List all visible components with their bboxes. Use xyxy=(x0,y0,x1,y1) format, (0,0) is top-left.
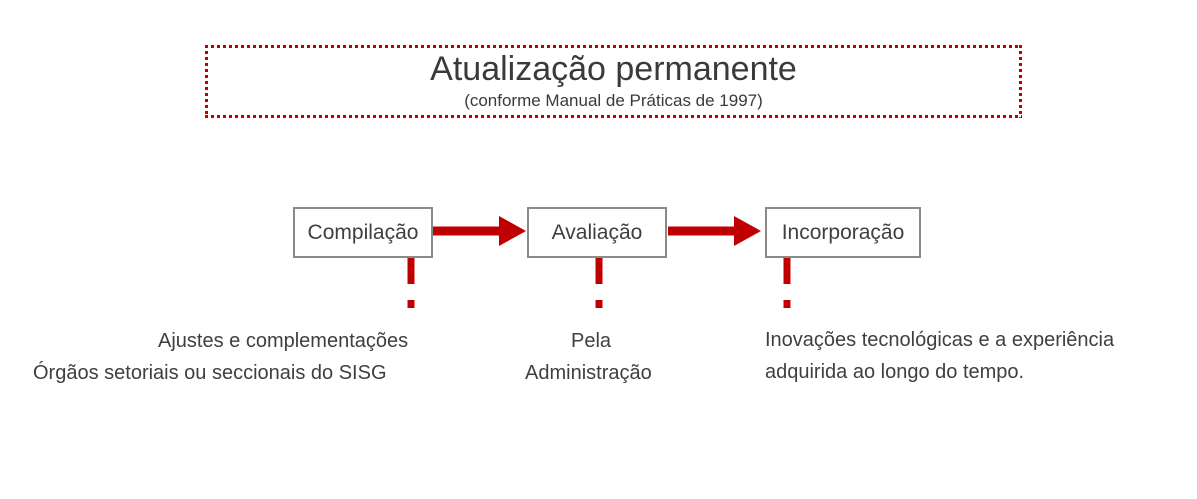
right-arrow-icon xyxy=(668,216,761,246)
dashed-connector-icon xyxy=(407,258,415,312)
right-arrow-icon xyxy=(433,216,526,246)
flow-step-avaliacao: Avaliação xyxy=(527,207,667,258)
note-compilacao-line1: Ajustes e complementações xyxy=(158,330,409,352)
dashed-connector-icon xyxy=(783,258,791,312)
note-incorporacao-line2: adquirida ao longo do tempo. xyxy=(765,361,1025,383)
flow-step-incorporacao: Incorporação xyxy=(765,207,921,258)
note-avaliacao-line2: Administração xyxy=(525,362,652,384)
note-compilacao-line2: Órgãos setoriais ou seccionais do SISG xyxy=(33,362,387,384)
dashed-connector-icon xyxy=(595,258,603,312)
title-box: Atualização permanente (conforme Manual … xyxy=(205,45,1022,118)
page-subtitle: (conforme Manual de Práticas de 1997) xyxy=(464,91,763,111)
page-title: Atualização permanente xyxy=(430,49,797,88)
note-avaliacao-line1: Pela xyxy=(571,330,612,352)
flow-step-compilacao: Compilação xyxy=(293,207,433,258)
note-incorporacao-line1: Inovações tecnológicas e a experiência xyxy=(765,329,1115,351)
